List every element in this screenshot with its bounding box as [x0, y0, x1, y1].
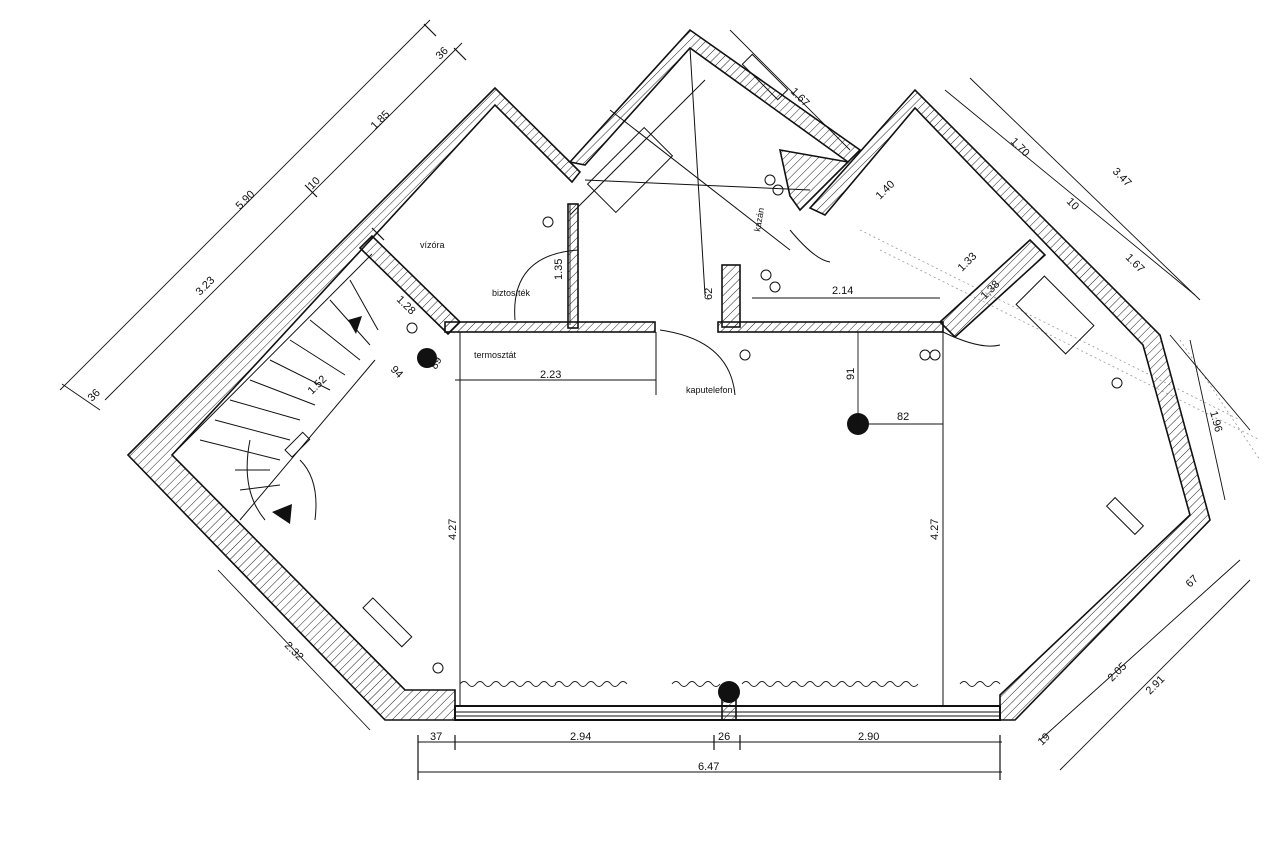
bathroom-fixtures: [569, 47, 811, 296]
dim-290: 2.90: [858, 731, 879, 743]
wall-right-outer: [808, 88, 1211, 721]
dim-294: 2.94: [570, 731, 591, 743]
heating-point-bottom: [718, 681, 740, 703]
door-right-room: [942, 331, 1001, 347]
wall-bathroom-right: [778, 149, 850, 212]
wall-corridor-left: [567, 203, 579, 329]
background-guides: [859, 229, 1261, 461]
heating-point-left: [417, 348, 437, 368]
staircase: [171, 253, 379, 524]
label-vizora: vízóra: [420, 240, 445, 250]
dim-36a: 36: [434, 45, 451, 62]
dim-10b: 10: [1064, 196, 1081, 213]
dim-205: 2.05: [1106, 660, 1130, 684]
dim-323: 3.23: [194, 274, 218, 298]
dim-427a: 4.27: [447, 519, 459, 540]
dim-590: 5.90: [234, 188, 258, 212]
dim-647: 6.47: [698, 761, 719, 773]
dim-185: 1.85: [369, 108, 393, 132]
stair-arrow-down: [272, 504, 292, 524]
dim-37: 37: [430, 731, 442, 743]
dim-427b: 4.27: [929, 519, 941, 540]
bathtub: [586, 126, 674, 214]
curtains: [459, 681, 1001, 687]
label-termosztat: termosztát: [474, 350, 517, 360]
dim-140: 1.40: [874, 178, 898, 202]
dim-67: 67: [1184, 573, 1201, 590]
dim-223: 2.23: [540, 369, 561, 381]
dim-91: 91: [845, 368, 857, 380]
dim-62: 62: [703, 288, 715, 300]
doors: [514, 229, 1001, 396]
room-labels: vízóra biztosíték termosztát kaputelefon…: [420, 207, 766, 395]
label-kaputelefon: kaputelefon: [686, 385, 733, 395]
door-entrance: [659, 329, 736, 396]
dim-152: 1.52: [306, 373, 330, 397]
sink: [741, 53, 789, 101]
door-bathroom: [789, 229, 831, 263]
label-biztositek: biztosíték: [492, 288, 531, 298]
dim-167b: 1.67: [1123, 252, 1147, 276]
dim-94: 94: [388, 364, 405, 381]
dim-133: 1.33: [956, 250, 980, 274]
door-corridor: [514, 249, 579, 321]
wall-partition-center-right: [717, 321, 944, 333]
wall-right-partition: [938, 238, 1047, 339]
dim-135: 1.35: [553, 259, 565, 280]
dim-26: 26: [718, 731, 730, 743]
dim-170: 1.70: [1008, 136, 1032, 160]
dim-19: 19: [1036, 731, 1053, 748]
dim-291: 2.91: [1144, 673, 1168, 697]
wall-partition-center-left: [444, 321, 656, 333]
wall-bathroom: [568, 28, 862, 166]
stair-arrow-up: [348, 316, 362, 334]
wall-bedroom-top: [358, 234, 462, 336]
wall-left-outer: [126, 86, 582, 721]
dim-232: 2.32: [282, 640, 306, 664]
dim-214: 2.14: [832, 285, 853, 297]
label-kazan: kazán: [752, 207, 766, 232]
dim-89: 89: [428, 355, 445, 372]
dim-196: 1.96: [1207, 410, 1224, 434]
dimension-lines: [59, 19, 1251, 780]
walls: [126, 28, 1211, 721]
dim-347: 3.47: [1110, 166, 1134, 190]
dim-82: 82: [897, 411, 909, 423]
dim-10a: 10: [306, 175, 323, 192]
wall-corridor-right: [721, 264, 741, 328]
